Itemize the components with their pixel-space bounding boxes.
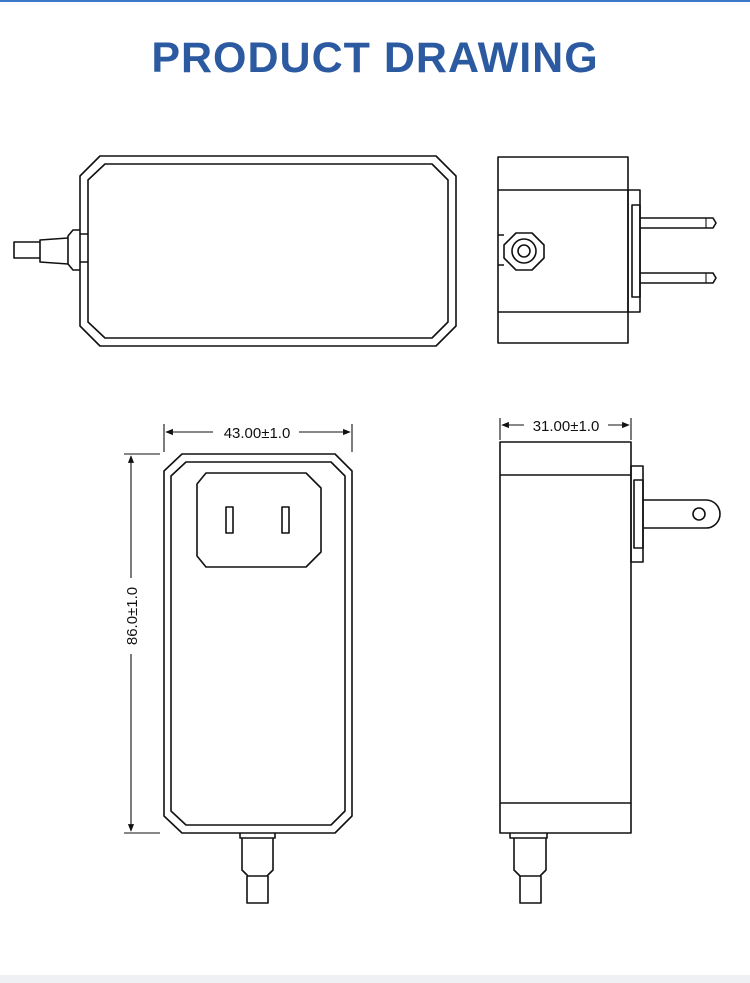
side-view-top	[497, 156, 717, 344]
depth-dimension-label: 31.00±1.0	[533, 418, 600, 435]
page-title: PRODUCT DRAWING	[151, 34, 599, 82]
front-view: 43.00±1.0 86.0±1.0	[121, 422, 353, 904]
top-view	[13, 155, 457, 347]
width-dimension-label: 43.00±1.0	[224, 425, 291, 442]
height-dimension-label: 86.0±1.0	[124, 587, 141, 645]
side-view-bottom: 31.00±1.0	[499, 415, 721, 904]
bottom-band	[0, 975, 750, 983]
top-rule	[0, 0, 750, 2]
